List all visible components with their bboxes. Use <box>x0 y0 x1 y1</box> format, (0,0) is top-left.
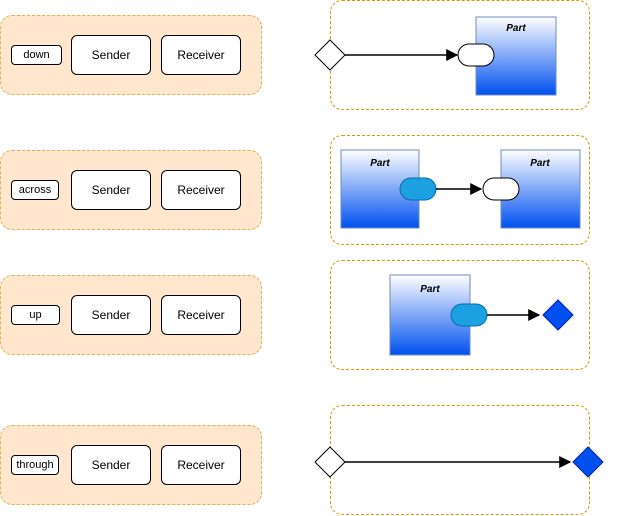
sender-button-across[interactable]: Sender <box>71 170 151 210</box>
sender-button-through[interactable]: Sender <box>71 445 151 485</box>
receiver-button-up[interactable]: Receiver <box>161 295 241 335</box>
row-label-across: across <box>11 180 59 200</box>
row-group-across: across Sender Receiver <box>0 150 262 230</box>
exit-node-through[interactable] <box>572 446 604 478</box>
row-label-up: up <box>11 305 60 325</box>
row-label-through: through <box>11 455 59 475</box>
row-group-up: up Sender Receiver <box>0 275 262 355</box>
row-label-down: down <box>11 45 62 65</box>
sender-button-up[interactable]: Sender <box>71 295 151 335</box>
part-title-across-left: Part <box>370 158 390 169</box>
exit-node-up[interactable] <box>542 299 574 331</box>
row-group-down: down Sender Receiver <box>0 15 262 95</box>
row-group-through: through Sender Receiver <box>0 425 262 505</box>
inbound-port-down[interactable] <box>457 43 495 67</box>
receiver-button-through[interactable]: Receiver <box>161 445 241 485</box>
part-title-up: Part <box>420 284 440 295</box>
entry-node-down[interactable] <box>314 39 346 71</box>
outbound-port-across[interactable] <box>399 177 437 201</box>
outbound-port-up[interactable] <box>450 303 488 327</box>
entry-node-through[interactable] <box>314 446 346 478</box>
sender-button-down[interactable]: Sender <box>71 35 151 75</box>
part-title-down: Part <box>506 23 526 34</box>
receiver-button-down[interactable]: Receiver <box>161 35 241 75</box>
inbound-port-across[interactable] <box>482 177 520 201</box>
part-title-across-right: Part <box>530 158 550 169</box>
receiver-button-across[interactable]: Receiver <box>161 170 241 210</box>
